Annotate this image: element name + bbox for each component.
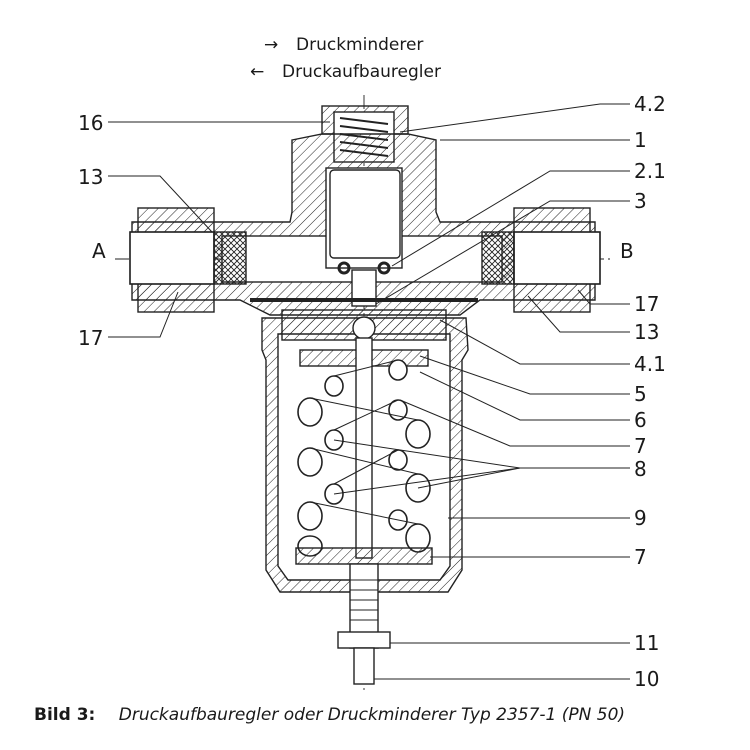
caption-number: Bild 3: <box>34 705 96 725</box>
leader-lines <box>108 103 630 680</box>
arrow-right-icon: → <box>264 35 278 55</box>
part-label: 17 <box>634 292 659 316</box>
part-label: 13 <box>634 320 659 344</box>
port-label-b: B <box>620 239 634 263</box>
part-label: 1 <box>634 128 647 152</box>
part-label: 5 <box>634 382 647 406</box>
part-label: 10 <box>634 667 659 691</box>
port-label-a: A <box>92 239 106 263</box>
figure-caption: Bild 3: Druckaufbauregler oder Druckmind… <box>34 705 625 725</box>
valve-body-drawing <box>115 95 610 690</box>
part-label: 13 <box>78 165 103 189</box>
part-label: 8 <box>634 457 647 481</box>
arrow-left-icon: ← <box>250 62 264 82</box>
part-label: 4.2 <box>634 92 666 116</box>
part-label: 16 <box>78 111 103 135</box>
part-label: 9 <box>634 506 647 530</box>
part-label: 7 <box>634 434 647 458</box>
part-label: 7 <box>634 545 647 569</box>
flow-direction-labels: → Druckminderer ← Druckaufbauregler <box>250 35 441 82</box>
part-label: 3 <box>634 189 647 213</box>
part-label: 17 <box>78 326 103 350</box>
part-label: 6 <box>634 408 647 432</box>
flow-label-druckaufbauregler: Druckaufbauregler <box>282 62 441 82</box>
caption-text: Druckaufbauregler oder Druckminderer Typ… <box>118 705 626 725</box>
part-label: 11 <box>634 631 659 655</box>
part-label: 4.1 <box>634 352 666 376</box>
part-label: 2.1 <box>634 159 666 183</box>
flow-label-druckminderer: Druckminderer <box>296 35 423 55</box>
